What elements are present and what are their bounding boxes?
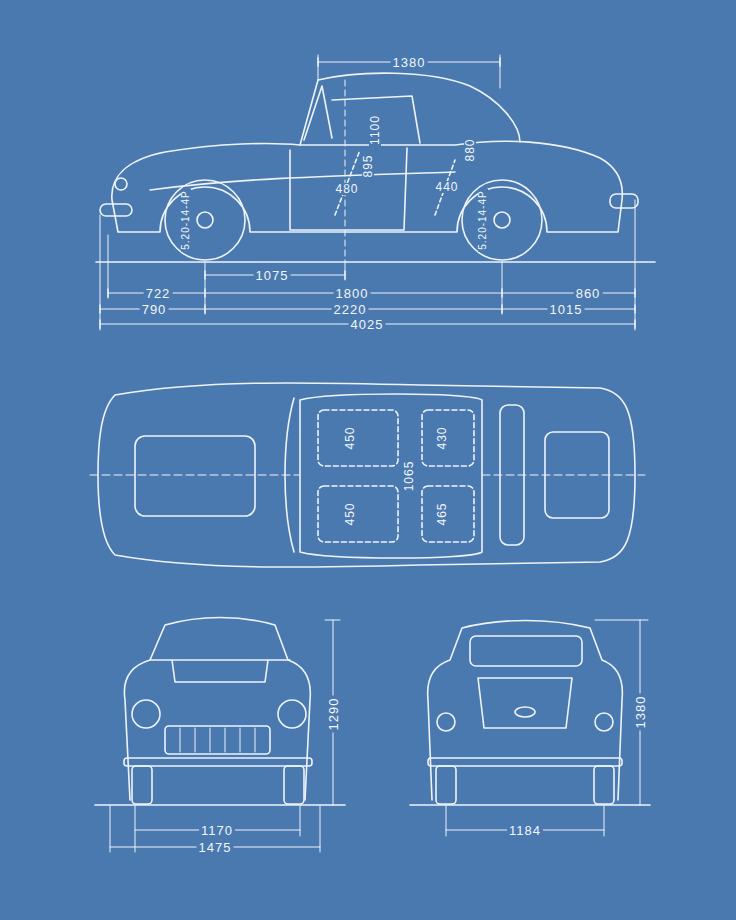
dimension-label: 4025 <box>349 318 386 331</box>
top-view <box>90 383 645 567</box>
wheel <box>132 766 152 804</box>
dimension-label: 1075 <box>254 269 291 282</box>
rear-window <box>470 636 582 666</box>
dimension-label: 1290 <box>327 696 340 733</box>
dimension-label: 1380 <box>391 56 428 69</box>
body-outline <box>428 621 623 801</box>
grille <box>165 726 270 754</box>
center-line <box>90 475 645 476</box>
extension-lines <box>100 55 635 330</box>
bumper <box>124 758 312 766</box>
boot-lid <box>478 678 572 728</box>
dimension-label: 1170 <box>199 824 235 837</box>
dimension-label: 465 <box>436 500 448 527</box>
dimension-label: 1380 <box>634 694 647 731</box>
dimension-label: 480 <box>333 183 360 195</box>
headlight <box>115 178 127 190</box>
dimension-label: 1015 <box>548 303 585 316</box>
side-view <box>96 55 655 330</box>
headlight <box>132 700 160 728</box>
wheel <box>284 766 304 804</box>
ground-line <box>95 804 345 806</box>
windscreen <box>150 660 290 682</box>
dimension-lines <box>110 620 340 852</box>
front-seat <box>318 410 398 466</box>
rear-view <box>410 620 650 836</box>
bumper <box>428 758 622 766</box>
dimension-label: 430 <box>436 424 448 451</box>
tail-light <box>595 713 613 731</box>
cockpit <box>300 394 482 558</box>
grille-bars <box>180 728 255 752</box>
tire-size-label: 5.20-14-4P <box>478 188 488 251</box>
wheel <box>594 766 614 804</box>
dimension-label: 450 <box>344 424 356 451</box>
front-bumper <box>100 204 132 216</box>
dimension-label: 1800 <box>334 287 371 300</box>
windscreen <box>304 86 332 140</box>
tire-size-label: 5.20-14-4P <box>181 188 191 251</box>
dimension-label: 450 <box>344 500 356 527</box>
dimension-label: 880 <box>464 136 476 163</box>
headlight <box>278 700 306 728</box>
wheel <box>436 766 456 804</box>
front-view <box>95 618 345 853</box>
front-wheel <box>165 180 245 260</box>
rear-seat <box>422 486 474 542</box>
ground-line <box>96 261 655 263</box>
rear-seat <box>422 410 474 466</box>
dimension-label: 895 <box>362 152 374 179</box>
soft-top <box>300 73 520 145</box>
bonnet-panel <box>135 436 255 516</box>
dimension-lines <box>100 62 635 324</box>
tail-light <box>437 713 455 731</box>
dimension-ticks <box>100 58 635 328</box>
door-line <box>290 148 407 230</box>
badge <box>515 707 535 717</box>
dimension-label: 440 <box>433 181 460 193</box>
dimension-label: 1475 <box>197 841 234 854</box>
center-line <box>345 80 346 262</box>
dimension-lines <box>446 620 648 836</box>
front-hub <box>197 212 213 228</box>
rear-hub <box>494 212 510 228</box>
rear-bumper <box>610 194 638 208</box>
dimension-label: 790 <box>140 303 169 316</box>
dimension-label: 860 <box>574 287 603 300</box>
dimension-label: 1065 <box>403 459 415 494</box>
dimension-label: 722 <box>144 287 173 300</box>
dimension-label: 2220 <box>332 303 369 316</box>
dimension-label: 1100 <box>369 113 381 147</box>
rear-wheel <box>462 180 542 260</box>
front-seat <box>318 486 398 542</box>
dimension-label: 1184 <box>507 824 543 837</box>
